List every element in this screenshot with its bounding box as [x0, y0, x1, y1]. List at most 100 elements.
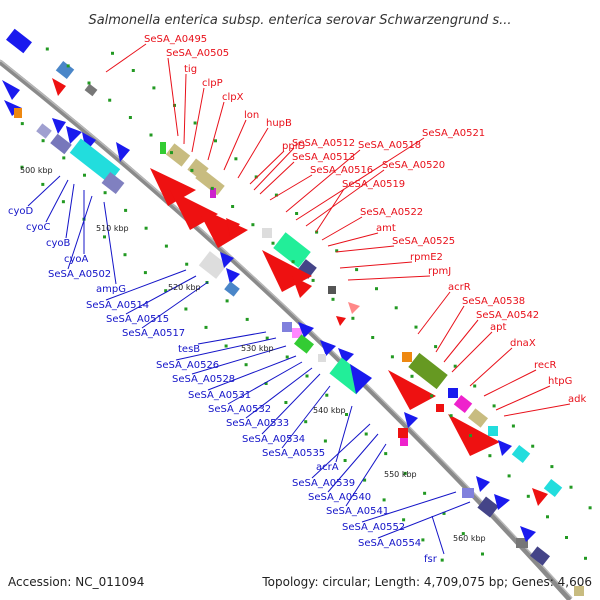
- forward-gene-leader-line: [469, 347, 513, 387]
- gc-dot: [41, 182, 45, 186]
- gc-dot: [193, 121, 197, 125]
- gc-dot: [364, 432, 368, 436]
- gc-dot: [473, 384, 477, 388]
- gc-dot: [234, 157, 238, 161]
- gene-arrow: [196, 206, 248, 248]
- gc-dot: [274, 193, 278, 197]
- gene-arrow: [52, 118, 66, 134]
- forward-gene-label: hupB: [266, 118, 292, 129]
- gc-dot: [164, 244, 168, 248]
- gc-dot: [531, 444, 535, 448]
- genome-summary: Topology: circular; Length: 4,709,075 bp…: [261, 575, 592, 589]
- reverse-gene-label: SeSA_A0514: [86, 300, 149, 311]
- forward-gene-leader-line: [183, 73, 187, 145]
- reverse-gene-leader-line: [175, 337, 277, 361]
- gc-dot: [331, 297, 335, 301]
- forward-gene-leader-line: [321, 216, 363, 241]
- gc-dot: [224, 344, 228, 348]
- gc-dot: [565, 536, 568, 539]
- tick-label: 510 kbp: [96, 224, 129, 233]
- reverse-gene-leader-line: [327, 433, 379, 493]
- reverse-gene-label: SeSA_A0517: [122, 328, 185, 339]
- gc-dot: [291, 260, 295, 264]
- reverse-gene-leader-line: [141, 281, 209, 329]
- label-leader-lines: [27, 43, 571, 555]
- gene-arrow: [66, 126, 82, 144]
- gc-dot: [507, 474, 511, 478]
- gene-block: [402, 352, 412, 362]
- gene-block: [160, 142, 166, 154]
- tick-label: 540 kbp: [313, 406, 346, 415]
- forward-gene-label: rpmE2: [410, 252, 443, 263]
- gc-dot: [62, 156, 66, 160]
- gene-block: [448, 388, 458, 398]
- gc-dot: [285, 355, 289, 359]
- gene-block: [195, 168, 225, 196]
- gene-block: [318, 354, 326, 362]
- gc-dot: [305, 374, 309, 378]
- gene-block: [36, 123, 52, 139]
- gc-dot: [550, 465, 554, 469]
- gene-block: [488, 426, 498, 436]
- gc-dot: [152, 86, 156, 90]
- gene-arrow: [348, 302, 360, 314]
- gc-dot: [440, 558, 444, 562]
- gene-blocks: [2, 28, 584, 596]
- forward-gene-leader-line: [443, 319, 479, 363]
- reverse-gene-label: SeSA_A0554: [358, 538, 421, 549]
- reverse-gene-leader-line: [227, 361, 303, 405]
- forward-gene-label: clpX: [222, 92, 244, 103]
- gc-dot: [131, 69, 135, 72]
- reverse-gene-label: SeSA_A0502: [48, 269, 111, 280]
- gene-block: [224, 281, 240, 297]
- gc-dot: [371, 336, 375, 339]
- reverse-gene-leader-line: [431, 515, 445, 555]
- gc-dot: [351, 316, 355, 320]
- gc-dot: [20, 165, 24, 169]
- forward-gene-label: SeSA_A0519: [342, 179, 405, 190]
- gc-dot: [108, 98, 112, 102]
- gc-dot: [345, 413, 348, 416]
- gc-dot: [245, 317, 249, 321]
- forward-gene-label: SeSA_A0520: [382, 160, 445, 171]
- gc-dot: [254, 175, 258, 179]
- reverse-gene-leader-line: [361, 491, 457, 523]
- gene-arrow: [448, 414, 500, 456]
- gc-dot: [315, 230, 319, 234]
- gene-arrow: [292, 276, 312, 298]
- forward-gene-leader-line: [339, 261, 413, 269]
- gene-block: [398, 428, 408, 438]
- gene-block: [468, 408, 488, 428]
- gc-dot: [410, 374, 414, 378]
- gene-arrow: [494, 494, 510, 510]
- forward-gene-leader-line: [315, 188, 345, 233]
- reverse-gene-leader-line: [45, 179, 69, 223]
- forward-gene-leader-line: [105, 43, 147, 73]
- gc-dot: [103, 191, 107, 195]
- gc-dot: [20, 122, 24, 126]
- forward-gene-label: apt: [490, 322, 506, 333]
- gene-block: [6, 28, 32, 54]
- gene-block: [101, 171, 125, 195]
- gc-dot: [469, 434, 472, 438]
- gene-block: [210, 188, 216, 198]
- gc-dot: [403, 471, 407, 475]
- gene-block: [511, 444, 531, 464]
- forward-gene-leader-line: [249, 150, 285, 185]
- forward-gene-leader-line: [285, 149, 361, 213]
- gene-block: [262, 228, 272, 238]
- gc-dot: [295, 212, 299, 215]
- gc-dot: [204, 325, 208, 329]
- forward-gene-label: SeSA_A0516: [310, 165, 373, 176]
- gc-dot: [143, 271, 147, 275]
- forward-gene-leader-line: [207, 101, 225, 161]
- forward-gene-leader-line: [327, 232, 379, 247]
- tick-label: 520 kbp: [168, 283, 201, 292]
- forward-gene-leader-line: [435, 305, 465, 353]
- tick-label: 550 kbp: [384, 470, 417, 479]
- gene-arrow: [116, 142, 130, 162]
- forward-gene-labels: SeSA_A0495SeSA_A0505tigclpPclpXlonhupBpp…: [144, 34, 586, 405]
- reverse-gene-label: SeSA_A0526: [156, 360, 219, 371]
- gene-block: [14, 108, 22, 118]
- gene-arrow: [476, 476, 490, 492]
